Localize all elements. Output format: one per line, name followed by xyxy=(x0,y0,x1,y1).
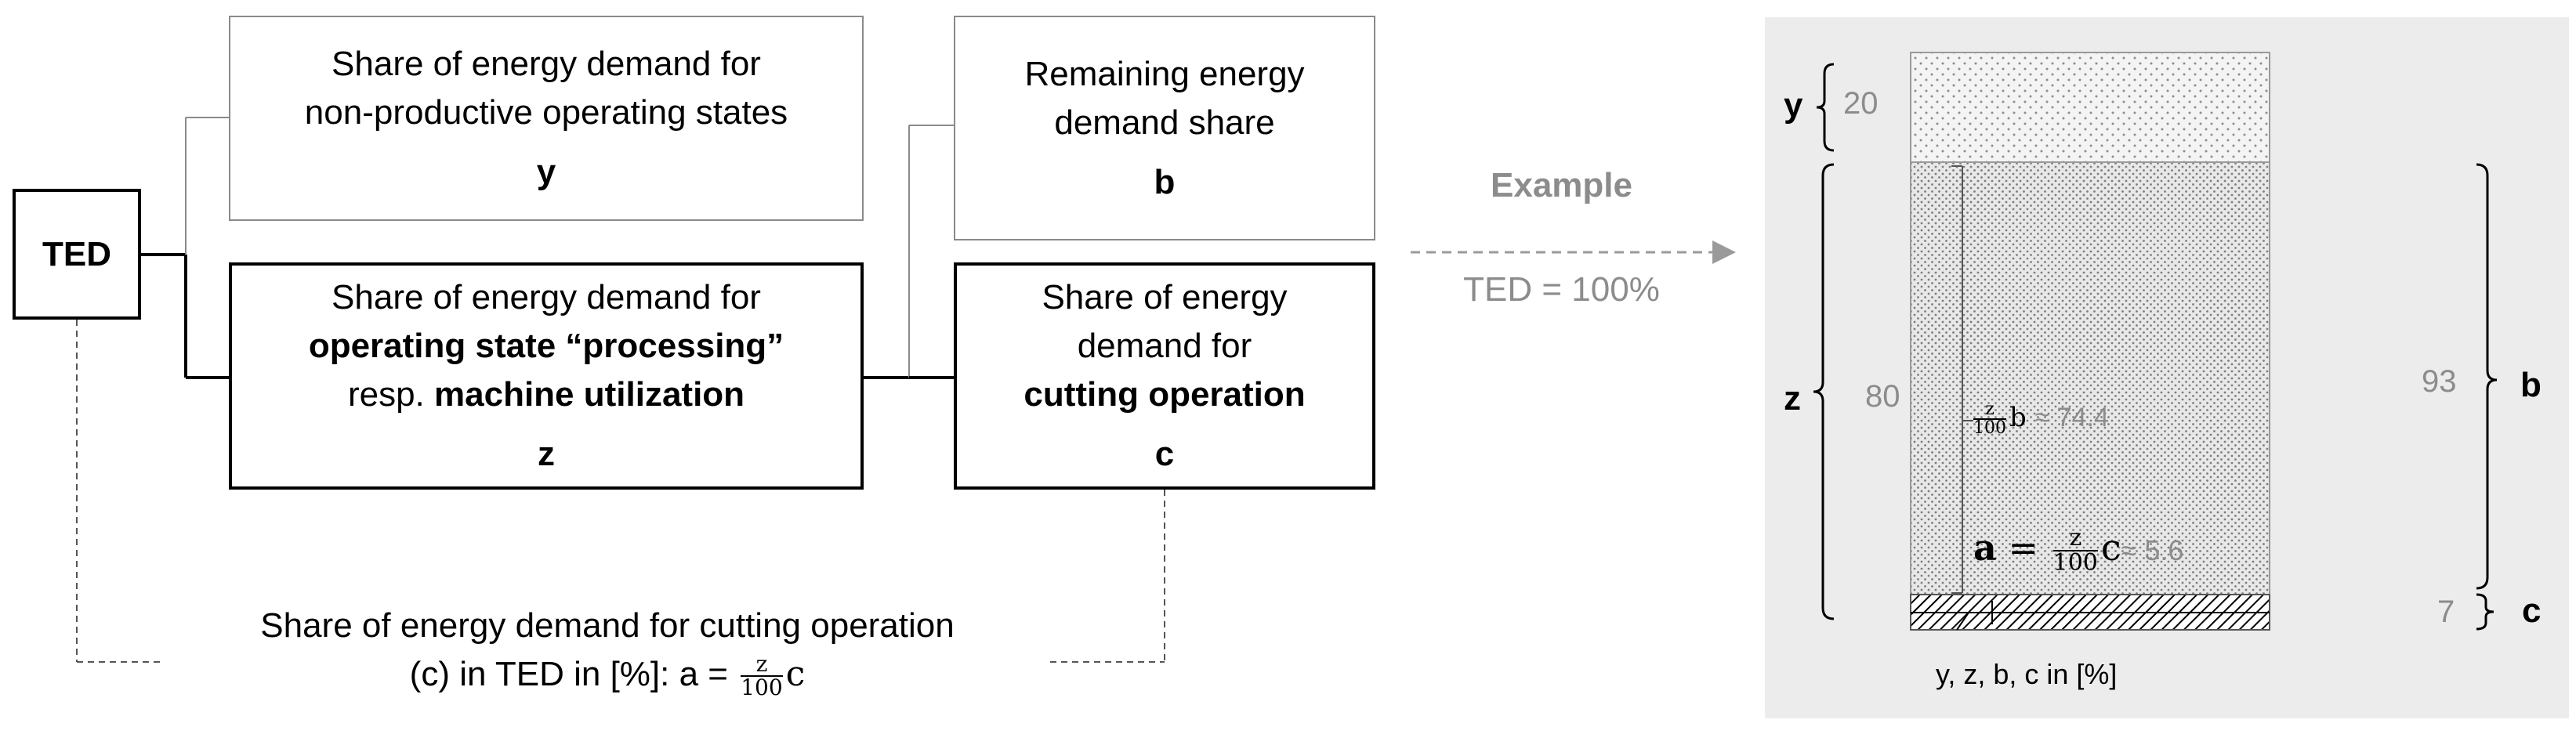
box-c-line3: cutting operation xyxy=(1024,375,1306,414)
ted-label: TED xyxy=(42,234,111,273)
box-z-line3-pre: resp. xyxy=(347,375,434,414)
panel-z-letter: z xyxy=(1784,379,1801,418)
box-y-line2: non-productive operating states xyxy=(304,93,788,132)
panel-y-value: 20 xyxy=(1843,86,1879,121)
formula-line1: Share of energy demand for cutting opera… xyxy=(260,606,955,645)
box-z-line1: Share of energy demand for xyxy=(332,278,761,316)
box-z-line2: operating state “processing” xyxy=(308,327,784,365)
box-b-var: b xyxy=(1154,162,1176,201)
box-c-var: c xyxy=(1154,435,1175,473)
box-b-line2: demand share xyxy=(1054,103,1275,142)
box-processing-share: Share of energy demand for operating sta… xyxy=(229,262,864,490)
formula-frac-suffix: c xyxy=(785,654,806,694)
panel-y-letter: y xyxy=(1784,86,1803,125)
zb-den: 100 xyxy=(1973,418,2006,438)
segment-y xyxy=(1910,52,2270,163)
formula-frac-den: 100 xyxy=(741,674,783,701)
formula-line2-pre: (c) in TED in [%]: a = xyxy=(409,655,738,693)
example-label: Example xyxy=(1491,166,1632,204)
zb-var: b xyxy=(2009,402,2027,433)
panel-c-letter: c xyxy=(2522,591,2542,630)
box-c-line2: demand for xyxy=(1077,327,1252,365)
a-num: z xyxy=(2052,526,2098,551)
zb-num: z xyxy=(1973,401,2006,420)
box-b-line1: Remaining energy xyxy=(1024,54,1305,93)
panel-b-value: 93 xyxy=(2422,364,2457,399)
box-c-line1: Share of energy xyxy=(1042,278,1288,316)
stacked-bar xyxy=(1813,52,2498,631)
panel-z-value: 80 xyxy=(1865,379,1900,414)
units-note: y, z, b, c in [%] xyxy=(1936,658,2118,690)
brace-z xyxy=(1813,163,1835,620)
a-result: ≈ 5.6 xyxy=(2121,534,2184,566)
a-den: 100 xyxy=(2052,549,2098,577)
box-y-line1: Share of energy demand for xyxy=(332,45,761,83)
brace-b xyxy=(2476,163,2498,590)
brace-c xyxy=(2476,593,2494,631)
box-z-line3-bold: machine utilization xyxy=(434,375,745,414)
formula-caption: Share of energy demand for cutting opera… xyxy=(165,602,1050,699)
box-cutting-share: Share of energy demand for cutting opera… xyxy=(954,262,1375,490)
box-remaining-share: Remaining energy demand share b xyxy=(954,16,1375,240)
panel-c-value: 7 xyxy=(2437,595,2455,629)
brace-y xyxy=(1816,63,1835,152)
box-y-var: y xyxy=(536,153,556,191)
box-nonproductive-share: Share of energy demand for non-productiv… xyxy=(229,16,864,221)
box-z-var: z xyxy=(538,435,555,473)
example-sub: TED = 100% xyxy=(1463,270,1660,309)
panel-b-letter: b xyxy=(2520,366,2542,404)
segment-z-b xyxy=(1910,161,2270,595)
zb-result: ≈ 74.4 xyxy=(2034,403,2109,432)
ted-box: TED xyxy=(13,189,141,320)
a-c: c xyxy=(2100,526,2121,569)
a-var: a xyxy=(1973,526,1997,569)
formula-frac-num: z xyxy=(741,653,783,678)
a-eq: = xyxy=(2008,526,2038,569)
